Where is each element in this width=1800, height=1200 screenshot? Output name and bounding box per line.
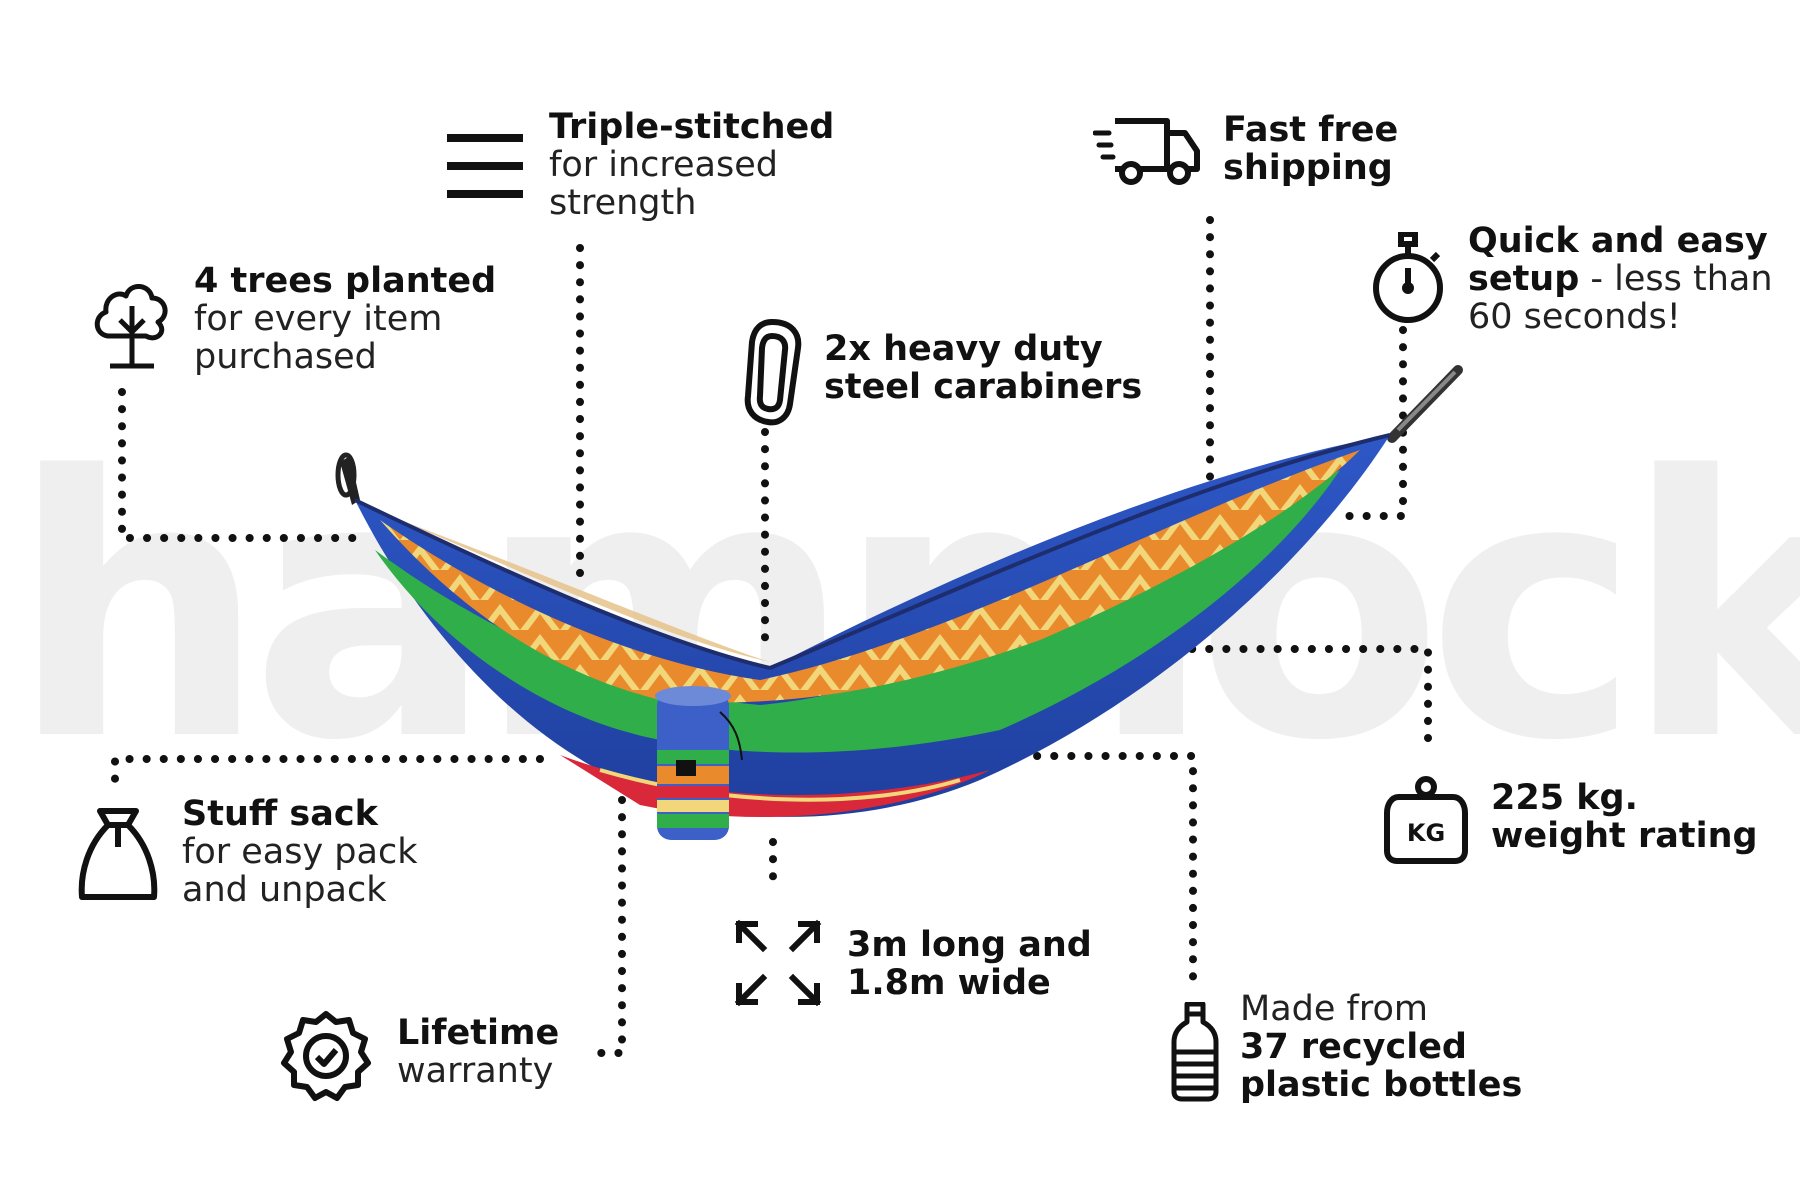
feature-title: 2x heavy duty bbox=[824, 329, 1103, 369]
feature-title: 37 recycled bbox=[1240, 1027, 1467, 1067]
feature-stuff-sack: Stuff sack for easy pack and unpack bbox=[78, 795, 478, 915]
feature-title: Fast free bbox=[1223, 110, 1399, 150]
left-carabiner-icon bbox=[335, 452, 357, 498]
feature-trees-planted: 4 trees planted for every item purchased bbox=[92, 262, 532, 382]
feature-title: 1.8m wide bbox=[847, 963, 1051, 1003]
feature-desc: strength bbox=[549, 183, 697, 223]
leader-bottles bbox=[1016, 752, 1197, 984]
feature-desc: for easy pack bbox=[182, 832, 418, 872]
feature-desc: 60 seconds! bbox=[1468, 297, 1681, 337]
feature-dimensions: 3m long and 1.8m wide bbox=[733, 918, 1133, 1018]
badge-check-icon bbox=[281, 1011, 371, 1101]
carabiner-icon bbox=[744, 318, 802, 426]
feature-title: Stuff sack bbox=[182, 794, 378, 834]
feature-title: shipping bbox=[1223, 148, 1393, 188]
feature-title: Quick and easy bbox=[1468, 221, 1768, 261]
leader-warranty bbox=[581, 796, 626, 1057]
sack-icon bbox=[78, 808, 158, 900]
feature-title: plastic bottles bbox=[1240, 1065, 1523, 1105]
stopwatch-icon bbox=[1373, 232, 1443, 323]
feature-desc: Made from bbox=[1240, 989, 1428, 1029]
feature-desc: purchased bbox=[194, 337, 377, 377]
feature-lifetime-warranty: Lifetime warranty bbox=[280, 1010, 600, 1110]
feature-fast-shipping: Fast free shipping bbox=[1093, 105, 1413, 205]
feature-title: 3m long and bbox=[847, 925, 1092, 965]
weight-badge-text: KG bbox=[1407, 819, 1445, 847]
bottle-icon bbox=[1171, 1002, 1219, 1102]
tree-icon bbox=[94, 284, 168, 369]
feature-desc: warranty bbox=[397, 1051, 554, 1091]
feature-desc: for every item bbox=[194, 299, 443, 339]
truck-icon bbox=[1093, 118, 1200, 185]
leader-weight bbox=[1171, 645, 1432, 749]
feature-title: weight rating bbox=[1491, 816, 1758, 856]
feature-title: Lifetime bbox=[397, 1013, 560, 1053]
stitch-lines-icon bbox=[447, 134, 523, 198]
feature-title: 4 trees planted bbox=[194, 261, 497, 301]
leader-sack bbox=[111, 755, 544, 794]
feature-title: 225 kg. bbox=[1491, 778, 1638, 818]
feature-quick-setup: Quick and easy setup - less than 60 seco… bbox=[1370, 221, 1773, 342]
feature-desc: for increased bbox=[549, 145, 778, 185]
feature-title: setup bbox=[1468, 259, 1580, 299]
feature-title: steel carabiners bbox=[824, 367, 1143, 407]
feature-desc: - less than bbox=[1579, 259, 1773, 299]
expand-arrows-icon bbox=[734, 919, 822, 1007]
leader-trees bbox=[118, 388, 366, 542]
feature-title: Triple-stitched bbox=[549, 107, 835, 147]
leader-setup bbox=[1341, 326, 1407, 520]
feature-triple-stitched: Triple-stitched for increased strength bbox=[445, 100, 845, 223]
feature-carabiners: 2x heavy duty steel carabiners bbox=[740, 318, 1143, 428]
stuff-sack-illustration bbox=[655, 686, 743, 840]
feature-desc: and unpack bbox=[182, 870, 387, 910]
feature-recycled-bottles: Made from 37 recycled plastic bottles bbox=[1170, 990, 1590, 1110]
weight-icon: KG bbox=[1384, 776, 1468, 864]
feature-weight-rating: KG 225 kg. weight rating bbox=[1383, 775, 1783, 885]
